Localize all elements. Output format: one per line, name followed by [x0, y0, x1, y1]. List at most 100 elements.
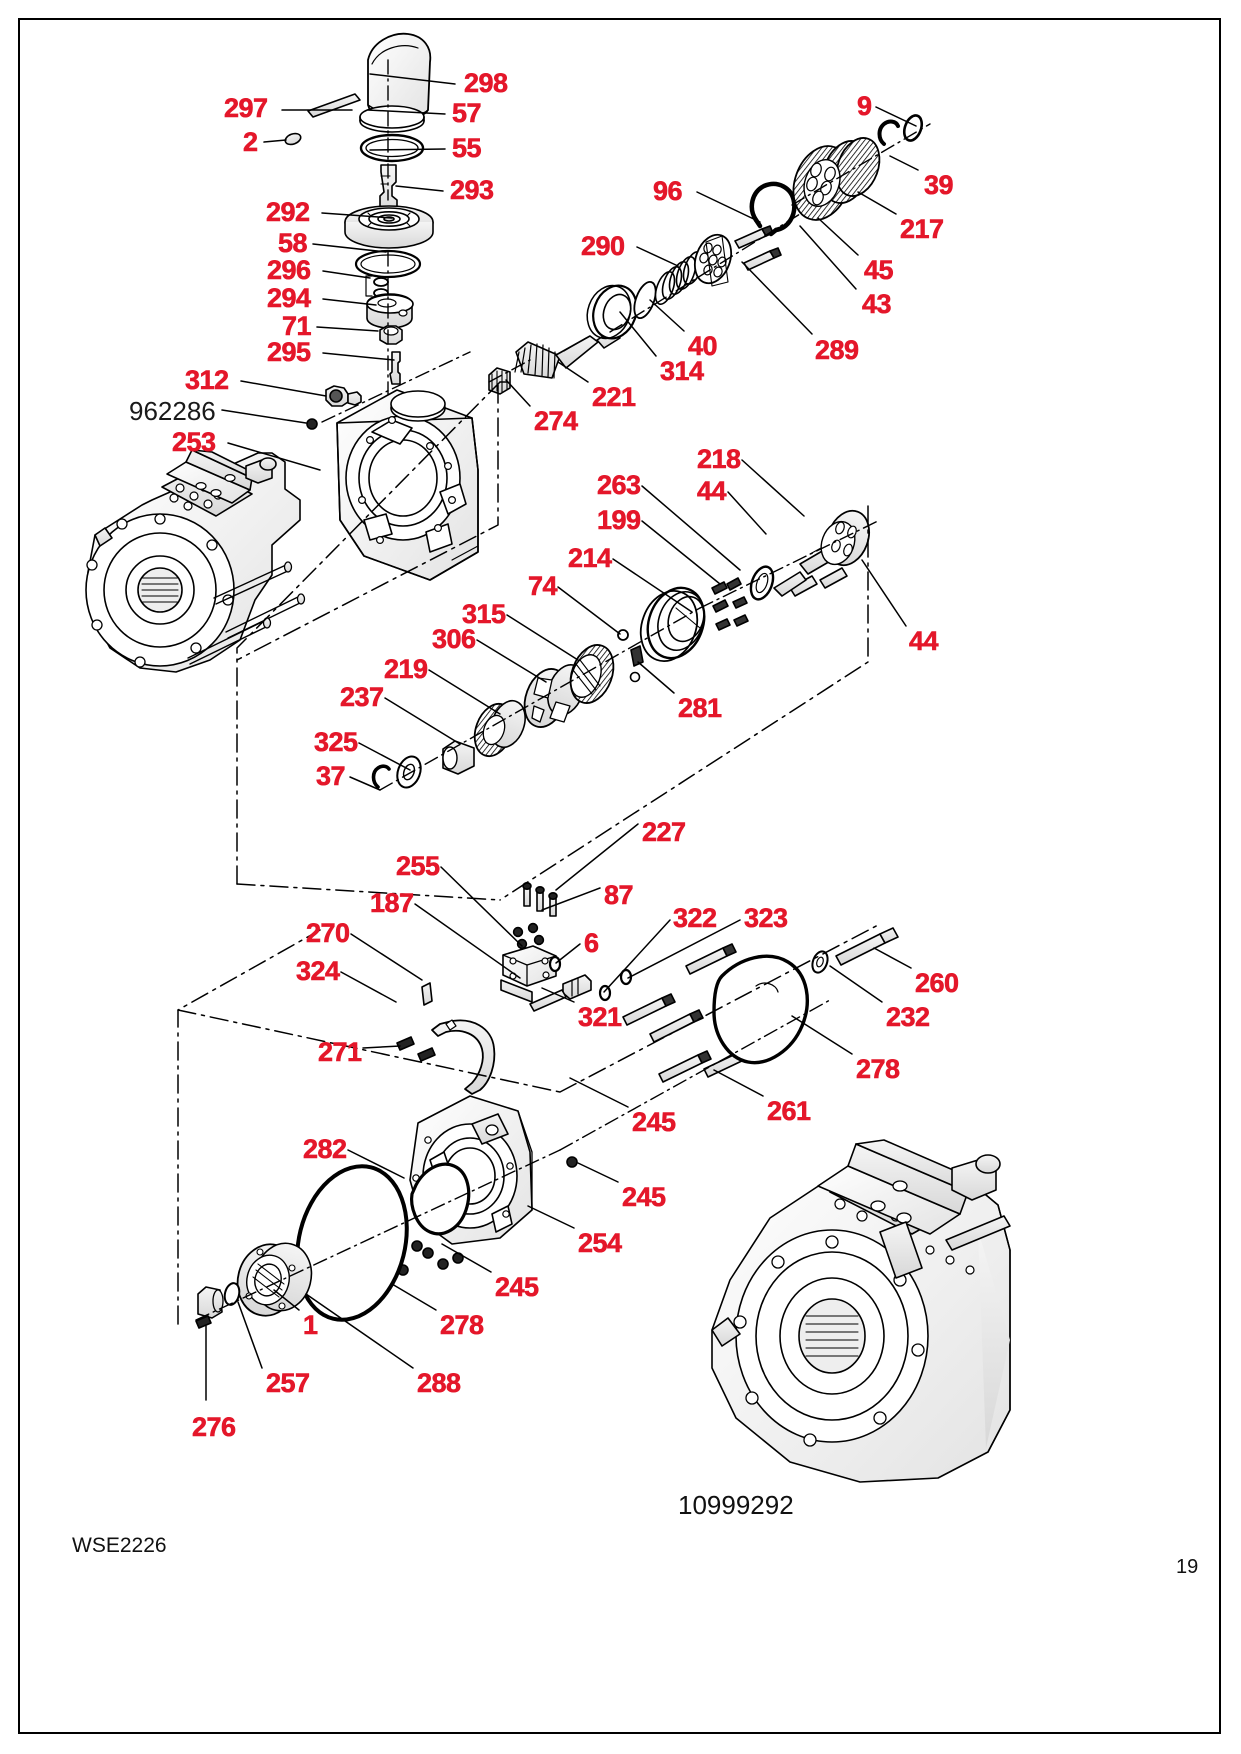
callout-44-upper[interactable]: 44 [697, 476, 727, 506]
callout-237[interactable]: 237 [340, 682, 385, 712]
callout-296[interactable]: 296 [267, 255, 312, 285]
callout-55[interactable]: 55 [452, 133, 482, 163]
callout-270[interactable]: 270 [306, 918, 351, 948]
callout-321[interactable]: 321 [578, 1002, 623, 1032]
callout-71[interactable]: 71 [282, 311, 312, 341]
callout-43[interactable]: 43 [862, 289, 892, 319]
part-255-187-block [500, 945, 557, 1003]
part-227-pins [522, 881, 558, 917]
callout-2[interactable]: 2 [243, 127, 259, 157]
callout-312[interactable]: 312 [185, 365, 230, 395]
callout-293[interactable]: 293 [450, 175, 495, 205]
callout-297[interactable]: 297 [224, 93, 269, 123]
part-288-cartridge [236, 1242, 313, 1317]
callout-254[interactable]: 254 [578, 1228, 623, 1258]
callout-40[interactable]: 40 [688, 331, 718, 361]
callout-9[interactable]: 9 [857, 91, 873, 121]
callout-253[interactable]: 253 [172, 427, 217, 457]
callout-44-right[interactable]: 44 [909, 626, 939, 656]
callout-187[interactable]: 187 [370, 888, 415, 918]
callout-218[interactable]: 218 [697, 444, 742, 474]
callout-314[interactable]: 314 [660, 356, 705, 386]
callout-232[interactable]: 232 [886, 1002, 931, 1032]
callout-288[interactable]: 288 [417, 1368, 462, 1398]
callout-245-b[interactable]: 245 [622, 1182, 667, 1212]
callout-45[interactable]: 45 [864, 255, 894, 285]
callout-298[interactable]: 298 [464, 68, 509, 98]
part-245-balls [397, 1156, 578, 1276]
callout-37[interactable]: 37 [316, 761, 346, 791]
part-276-key [195, 1315, 212, 1329]
callout-257[interactable]: 257 [266, 1368, 311, 1398]
part-282-gasket [410, 1162, 471, 1236]
callout-289[interactable]: 289 [815, 335, 860, 365]
callout-245-a[interactable]: 245 [632, 1107, 677, 1137]
part-297-rod [307, 93, 361, 118]
callout-323[interactable]: 323 [744, 903, 789, 933]
callout-324[interactable]: 324 [296, 956, 341, 986]
callout-39[interactable]: 39 [924, 170, 954, 200]
callout-96[interactable]: 96 [653, 176, 683, 206]
part-232-washer [811, 950, 829, 974]
callout-199[interactable]: 199 [597, 505, 642, 535]
part-281-key [629, 645, 644, 683]
part-74-ring [617, 629, 629, 641]
callout-263[interactable]: 263 [597, 470, 642, 500]
part-314-shaft [514, 330, 621, 379]
part-260-bolt [835, 927, 899, 966]
part-292-disc [344, 205, 434, 249]
callout-214[interactable]: 214 [568, 543, 613, 573]
callout-315[interactable]: 315 [462, 599, 507, 629]
callout-255[interactable]: 255 [396, 851, 441, 881]
callout-261[interactable]: 261 [767, 1096, 812, 1126]
part-71-nut [379, 325, 403, 345]
callout-290[interactable]: 290 [581, 231, 626, 261]
part-217-gear-cluster [792, 137, 881, 221]
callout-1[interactable]: 1 [303, 1310, 319, 1340]
part-322-oring [598, 984, 612, 1002]
callout-227[interactable]: 227 [642, 817, 687, 847]
part-40-bearing [586, 284, 638, 340]
part-290-spring [654, 250, 704, 306]
callout-292[interactable]: 292 [266, 197, 311, 227]
callout-295[interactable]: 295 [267, 337, 312, 367]
part-278-gasket-upper [712, 954, 809, 1065]
callout-221[interactable]: 221 [592, 382, 637, 412]
callout-271[interactable]: 271 [318, 1037, 363, 1067]
callout-245-c[interactable]: 245 [495, 1272, 540, 1302]
callout-219[interactable]: 219 [384, 654, 429, 684]
callout-294[interactable]: 294 [267, 283, 312, 313]
centerline-axes [195, 59, 931, 1321]
assembled-unit-10999292 [711, 1139, 1011, 1483]
part-289-plate [693, 233, 733, 287]
part-245-screws [622, 993, 712, 1083]
callout-281[interactable]: 281 [678, 693, 723, 723]
part-263-oring [749, 565, 775, 601]
callout-325[interactable]: 325 [314, 727, 359, 757]
part-218-shaft-flange [773, 509, 870, 597]
part-325-washer [396, 755, 422, 789]
part-315-gear [569, 644, 615, 704]
callout-282[interactable]: 282 [303, 1134, 348, 1164]
callout-57[interactable]: 57 [452, 98, 482, 128]
callout-278-upper[interactable]: 278 [856, 1054, 901, 1084]
callout-276[interactable]: 276 [192, 1412, 237, 1442]
callout-260[interactable]: 260 [915, 968, 960, 998]
callout-306[interactable]: 306 [432, 624, 477, 654]
callout-217[interactable]: 217 [900, 214, 945, 244]
callout-274[interactable]: 274 [534, 406, 579, 436]
callout-278-lower[interactable]: 278 [440, 1310, 485, 1340]
callout-58[interactable]: 58 [278, 228, 308, 258]
callout-962286[interactable]: 962286 [129, 396, 216, 426]
assembly-axis-lines [177, 381, 881, 1325]
part-39-clip [877, 119, 900, 146]
part-270-pin [421, 982, 433, 1006]
part-257-plug [197, 1286, 224, 1319]
callout-87[interactable]: 87 [604, 880, 634, 910]
callout-6[interactable]: 6 [584, 928, 600, 958]
callout-322[interactable]: 322 [673, 903, 718, 933]
callout-74[interactable]: 74 [528, 571, 558, 601]
page-number: 19 [1176, 1556, 1199, 1578]
